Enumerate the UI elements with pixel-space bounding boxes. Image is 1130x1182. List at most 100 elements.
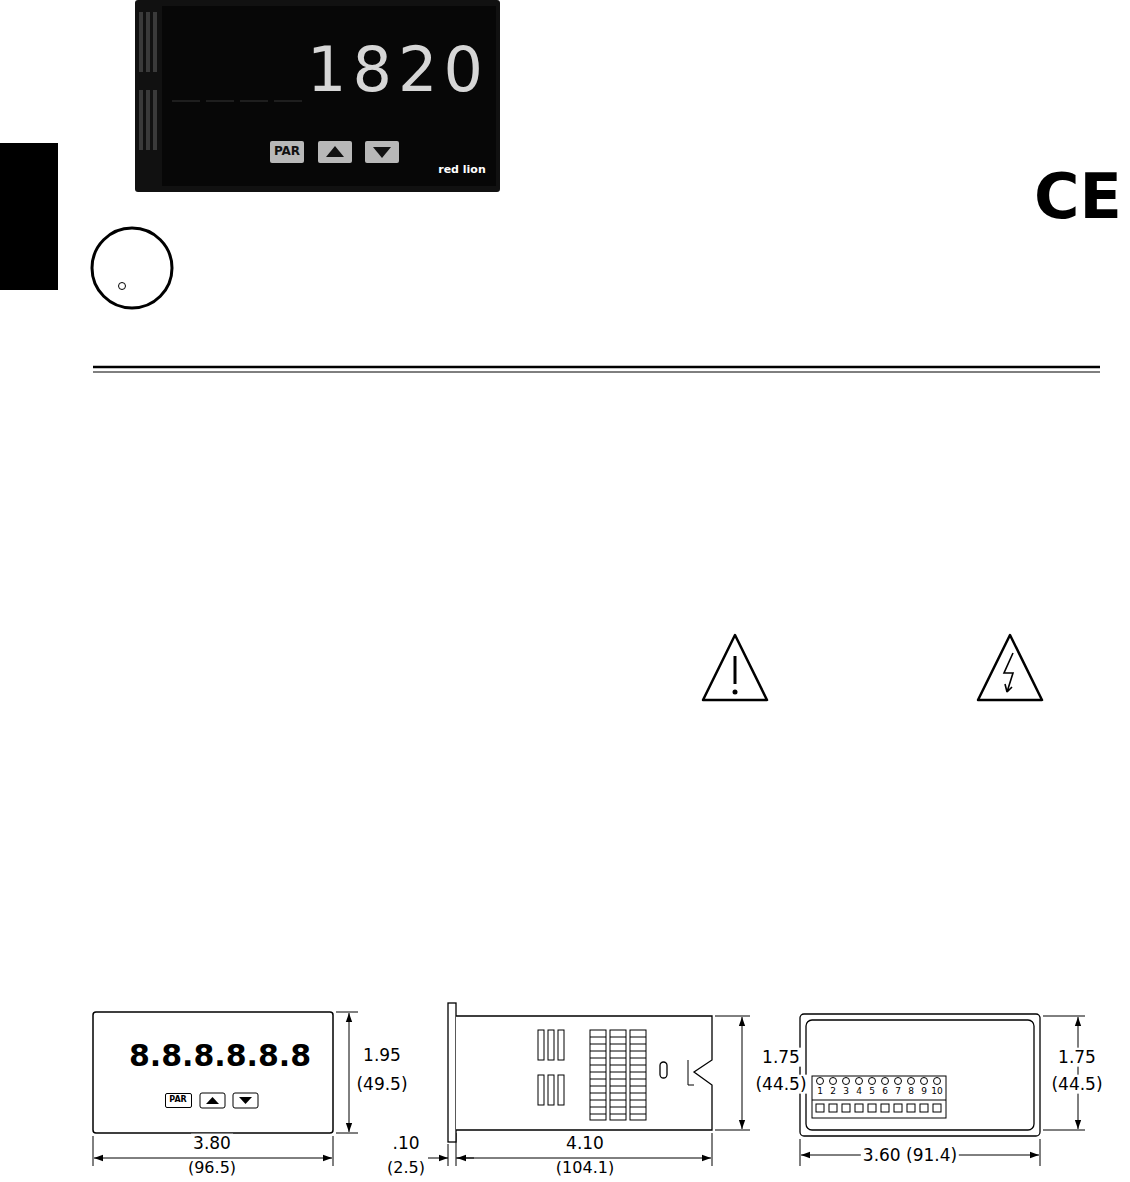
par-button: PAR: [165, 1093, 192, 1108]
caution-symbol: [703, 635, 767, 700]
drawing-part: [233, 1093, 258, 1108]
drawing-part: [239, 1097, 252, 1104]
drawing-part: [660, 1062, 667, 1078]
display-window: 1820: [304, 35, 492, 105]
side-view: [448, 1003, 712, 1142]
drawing-part: [548, 1075, 554, 1105]
drawing-part: [703, 635, 767, 700]
drawing-part: [558, 1030, 564, 1060]
section-tab: [0, 143, 58, 290]
drawing-part: [733, 690, 738, 695]
rule: [93, 366, 1100, 369]
drawing-part: [630, 1037, 646, 1114]
drawing-part: [894, 1104, 902, 1112]
drawing-part: [318, 141, 352, 163]
rear-view: [800, 1014, 1040, 1136]
dimension: (44.5): [1049, 1075, 1104, 1094]
drawing-part: [816, 1078, 941, 1113]
dimension-lines: [93, 1012, 1085, 1166]
drawing-part: [921, 1078, 928, 1085]
drawing-part: [172, 100, 302, 102]
drawing-part: [146, 12, 150, 72]
drawing-part: [548, 1030, 554, 1060]
drawing-part: [333, 1136, 334, 1166]
dimension: 1.75: [760, 1048, 802, 1067]
drawing-part: [868, 1104, 876, 1112]
drawing-part: [428, 1158, 448, 1159]
drawing-part: [240, 100, 268, 102]
drawing-part: [448, 1144, 449, 1166]
node-text: 8.8.8.8.8.8: [129, 1039, 311, 1072]
drawing-part: [206, 1097, 219, 1104]
drawing-part: [93, 1012, 333, 1133]
terminal-number: 4: [856, 1087, 862, 1097]
shock-symbol: [978, 635, 1042, 700]
node-text: PAR: [274, 145, 300, 158]
drawing-part: [734, 656, 737, 684]
drawing-part: [933, 1104, 941, 1112]
drawing-part: [456, 1016, 712, 1130]
terminal-number: 6: [882, 1087, 888, 1097]
drawing-part: [688, 1060, 694, 1085]
terminal-number: 1: [817, 1087, 823, 1097]
dimension: 4.10: [564, 1134, 606, 1153]
drawing-part: [373, 147, 391, 158]
drawing-part: [336, 1012, 358, 1013]
terminal-number: 10: [931, 1087, 942, 1097]
dimension: 1.75: [1056, 1048, 1098, 1067]
brand-logo: red lion: [436, 164, 488, 176]
drawing-part: [274, 100, 302, 102]
drawing-part: [908, 1078, 915, 1085]
drawing-part: [93, 1136, 94, 1166]
drawing-part: [920, 1104, 928, 1112]
drawing-part: [869, 1078, 876, 1085]
drawing-part: [365, 141, 399, 163]
node-text: 1820: [307, 36, 489, 104]
circle-dot: [119, 283, 126, 290]
drawing-part: [907, 1104, 915, 1112]
drawing-part: [139, 90, 143, 150]
drawing-part: [590, 1037, 606, 1114]
drawing-part: [856, 1078, 863, 1085]
drawing-part: [590, 1030, 606, 1120]
drawing-part: [895, 1078, 902, 1085]
dimension: 3.60 (91.4): [861, 1146, 959, 1165]
drawing-part: [806, 1020, 1034, 1130]
drawing-part: [162, 6, 496, 186]
terminal-number: 3: [843, 1087, 849, 1097]
drawing-part: [1004, 653, 1013, 692]
drawing-part: [881, 1104, 889, 1112]
drawing-part: [558, 1075, 564, 1105]
drawing-part: [843, 1078, 850, 1085]
drawing-part: [349, 1013, 350, 1132]
circle-mark: [92, 228, 172, 308]
dimension: .10: [390, 1134, 421, 1153]
drawing-part: [139, 12, 157, 150]
drawing-part: [742, 1017, 743, 1129]
dimension: (96.5): [186, 1159, 238, 1177]
drawing-part: [816, 1104, 824, 1112]
front-view: [93, 1012, 333, 1133]
par-button: PAR: [270, 141, 304, 163]
dimension: (44.5): [753, 1075, 808, 1094]
dimension: (49.5): [354, 1075, 409, 1094]
drawing-part: [200, 1093, 225, 1108]
drawing-part: [1043, 1016, 1085, 1017]
rule: [93, 372, 1100, 373]
drawing-part: [712, 1133, 713, 1166]
terminal-number: 7: [895, 1087, 901, 1097]
drawing-part: [538, 1075, 544, 1105]
drawing-part: [448, 1003, 456, 1142]
drawing-part: [610, 1030, 626, 1120]
terminal-number: 8: [908, 1087, 914, 1097]
drawing-part: [829, 1104, 837, 1112]
drawing-part: [146, 90, 150, 150]
ce-mark: CE: [1032, 163, 1124, 231]
drawing-part: [538, 1030, 544, 1060]
terminal-number: 9: [921, 1087, 927, 1097]
display-digits: 8.8.8.8.8.8: [125, 1035, 315, 1075]
drawing-part: [326, 146, 344, 157]
drawing-part: [1078, 1017, 1079, 1129]
